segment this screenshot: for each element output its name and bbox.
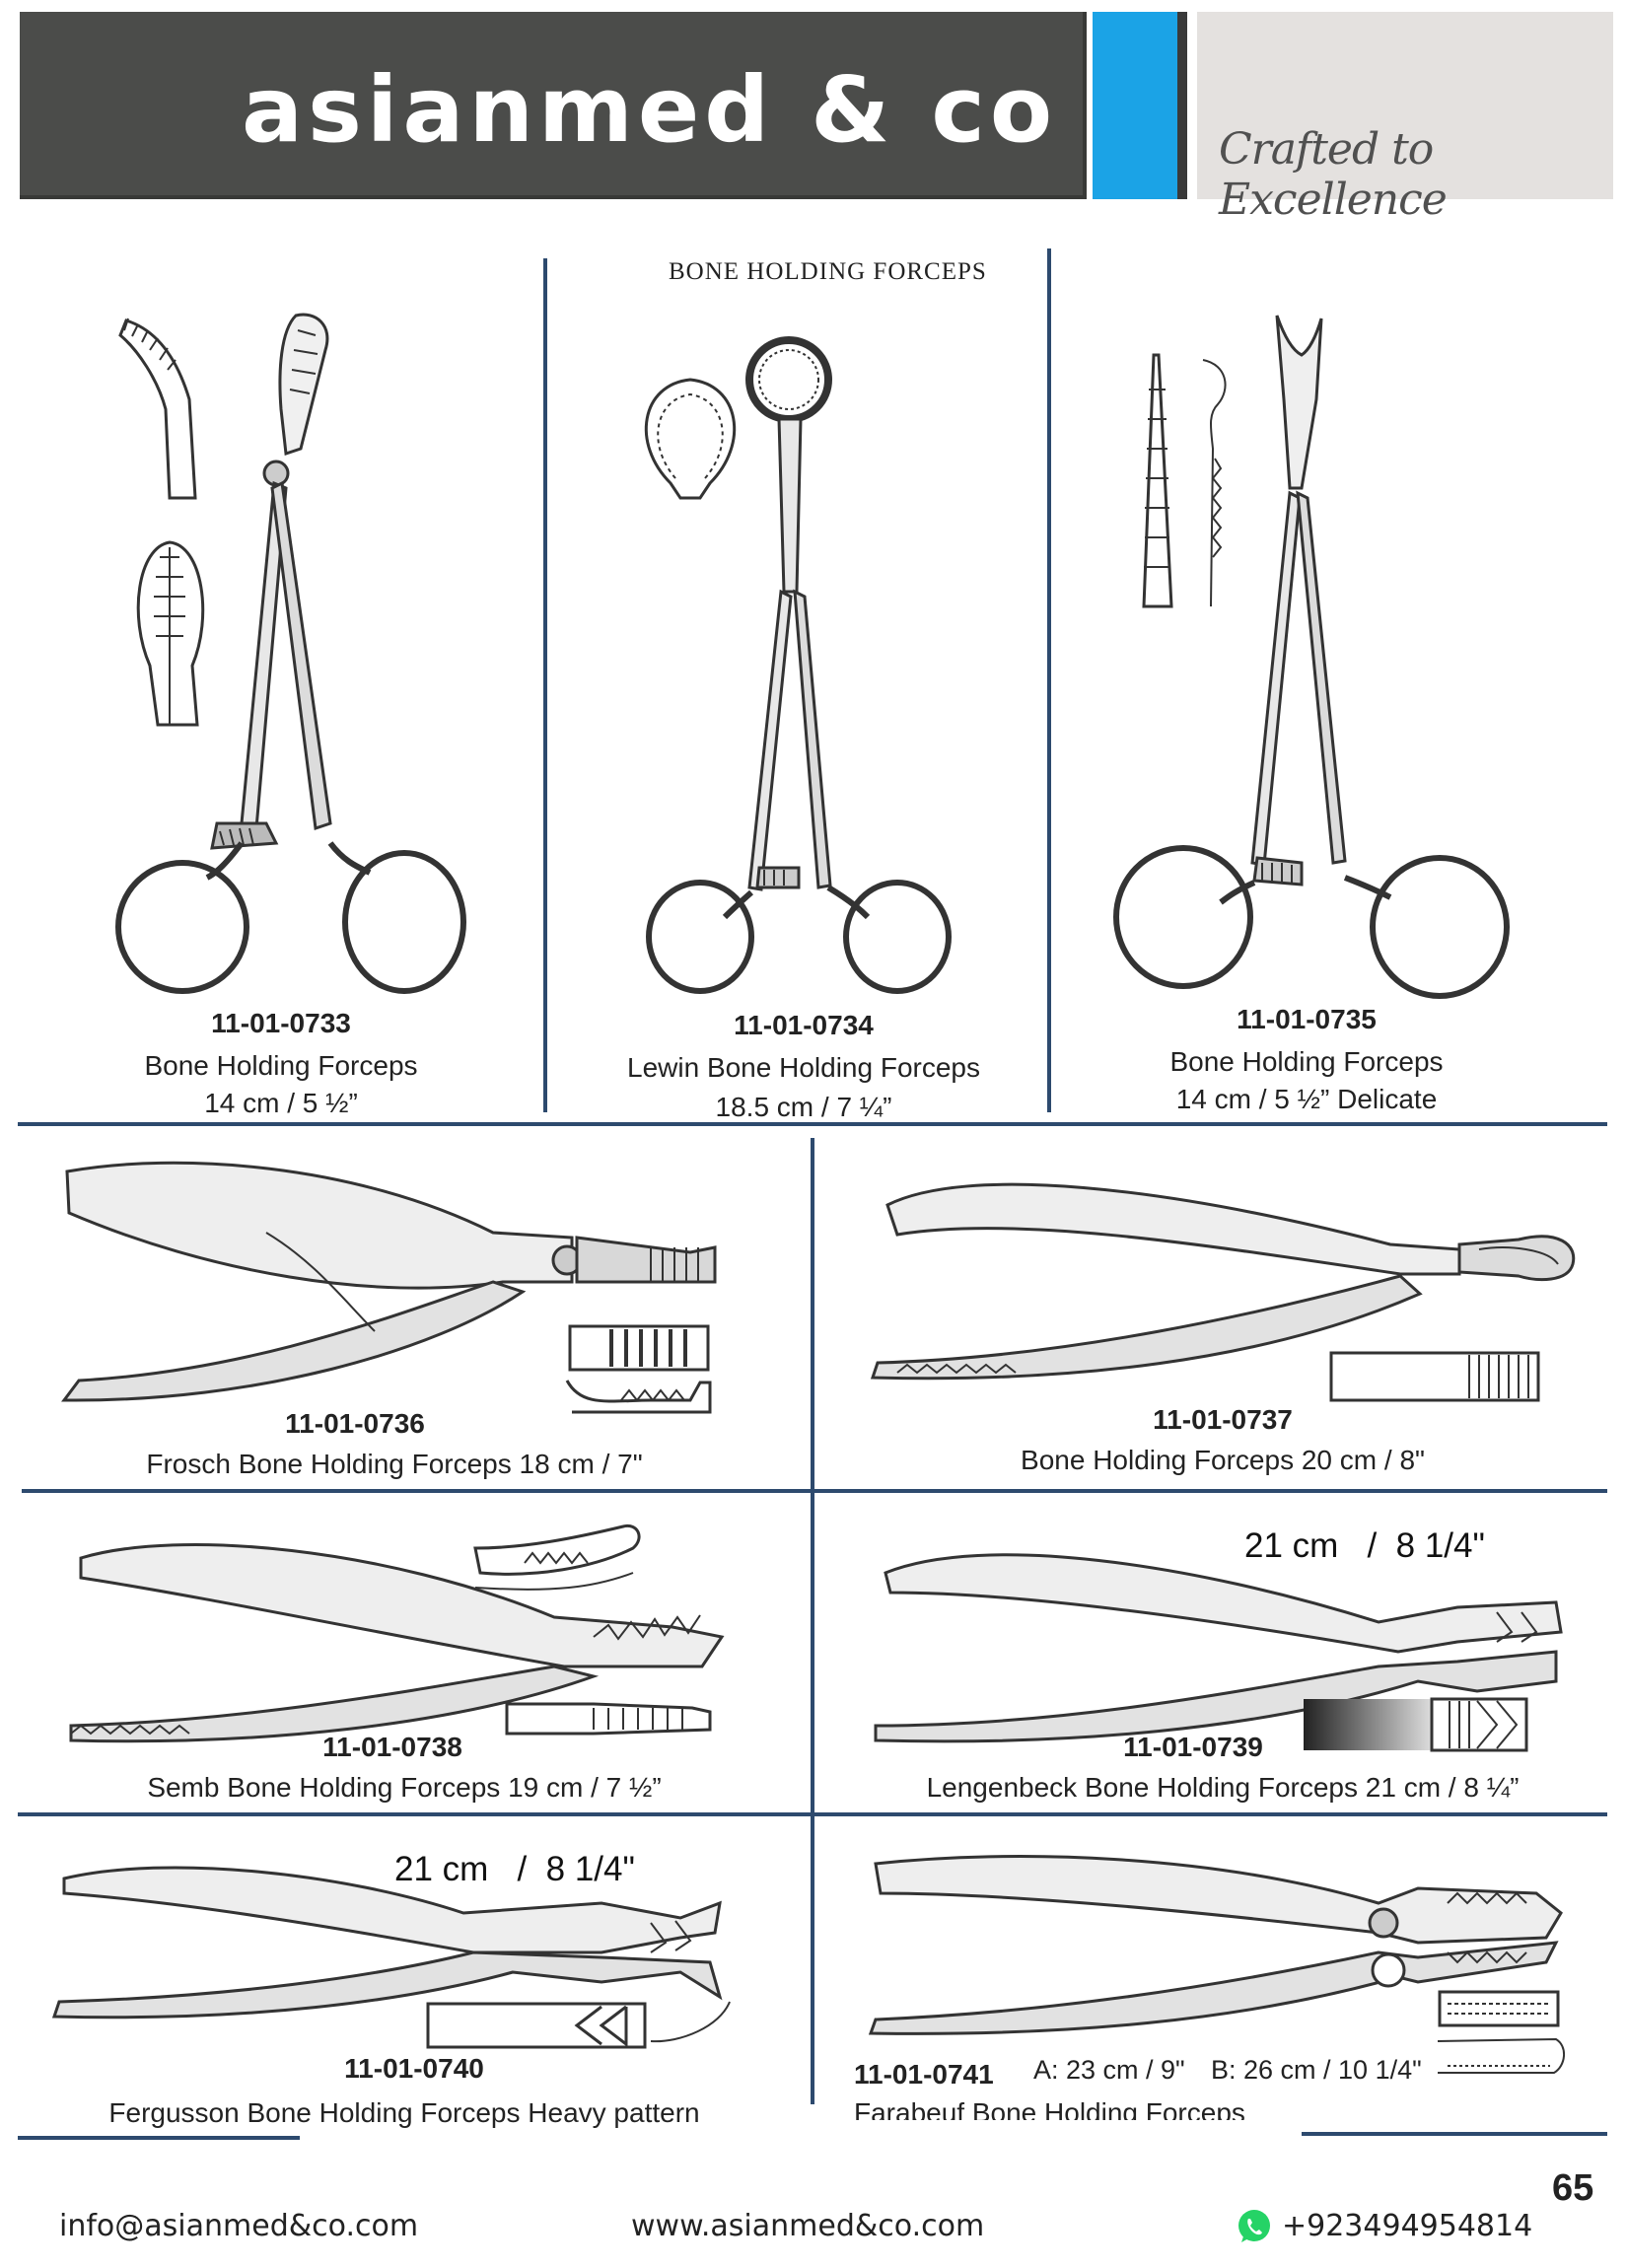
product-image-0739	[874, 1553, 1563, 1752]
header-separator	[1177, 12, 1187, 199]
product-name-0740: Fergusson Bone Holding Forceps Heavy pat…	[108, 2097, 700, 2128]
product-code-0740: 11-01-0740	[344, 2053, 484, 2084]
footer-phone[interactable]: +923494954814	[1282, 2209, 1533, 2243]
divider-h-2	[22, 1489, 1607, 1493]
product-name-0736: Frosch Bone Holding Forceps 18 cm / 7"	[146, 1449, 643, 1479]
size-label-0740: 21 cm / 8 1/4"	[394, 1850, 635, 1888]
divider-h-1	[18, 1122, 1607, 1126]
product-image-0733	[115, 313, 466, 994]
product-size-0735: 14 cm / 5 ½” Delicate	[1175, 1084, 1438, 1114]
product-code-0741: 11-01-0741	[854, 2059, 994, 2090]
product-image-0740	[51, 1866, 731, 2049]
whatsapp-icon	[1238, 2210, 1270, 2242]
product-size-0734: 18.5 cm / 7 ¼”	[715, 1092, 892, 1122]
header-tagline-panel	[1197, 12, 1613, 199]
product-size-0733: 14 cm / 5 ½”	[204, 1088, 358, 1118]
divider-v-row1-b	[1047, 248, 1051, 1112]
product-code-0733: 11-01-0733	[211, 1008, 351, 1038]
product-code-0734: 11-01-0734	[734, 1010, 874, 1040]
product-name-0735: Bone Holding Forceps	[1169, 1046, 1444, 1077]
product-image-0736	[61, 1161, 717, 1414]
product-code-0739: 11-01-0739	[1123, 1732, 1263, 1762]
product-image-0735	[1113, 315, 1510, 999]
product-name-0739: Lengenbeck Bone Holding Forceps 21 cm / …	[926, 1772, 1520, 1803]
footer-website[interactable]: www.asianmed&co.com	[631, 2209, 985, 2243]
product-image-0738	[69, 1524, 725, 1743]
divider-h-4a	[18, 2136, 300, 2140]
product-code-0737: 11-01-0737	[1153, 1404, 1293, 1435]
divider-h-4b	[1302, 2132, 1607, 2136]
brand-logo: asianmed & co	[242, 57, 1058, 163]
size-a-0741: A: 23 cm / 9"	[1033, 2055, 1185, 2085]
product-name-0734: Lewin Bone Holding Forceps	[627, 1052, 980, 1083]
product-code-0735: 11-01-0735	[1237, 1004, 1377, 1034]
header-accent-blue	[1093, 12, 1177, 199]
divider-v-row1-a	[543, 258, 547, 1112]
product-code-0736: 11-01-0736	[285, 1408, 425, 1439]
divider-v-lower	[811, 1138, 814, 2104]
product-name-0738: Semb Bone Holding Forceps 19 cm / 7 ½”	[147, 1772, 662, 1803]
product-name-0737: Bone Holding Forceps 20 cm / 8"	[1021, 1445, 1425, 1475]
product-image-0734	[644, 336, 952, 994]
product-image-0737	[870, 1182, 1576, 1402]
header-banner	[20, 12, 1087, 199]
page-number: 65	[1552, 2167, 1594, 2209]
size-label-0739: 21 cm / 8 1/4"	[1244, 1526, 1485, 1565]
size-b-0741: B: 26 cm / 10 1/4"	[1211, 2055, 1422, 2085]
footer-email[interactable]: info@asianmed&co.com	[59, 2209, 419, 2243]
product-name-0733: Bone Holding Forceps	[144, 1050, 418, 1081]
section-title: BONE HOLDING FORCEPS	[669, 258, 987, 285]
tagline: Crafted to Excellence	[1219, 124, 1448, 225]
divider-h-3	[18, 1812, 1607, 1816]
product-name-0741: Farabeuf Bone Holding Forceps	[854, 2097, 1245, 2120]
product-code-0738: 11-01-0738	[322, 1732, 462, 1762]
product-image-0741	[868, 1855, 1565, 2074]
